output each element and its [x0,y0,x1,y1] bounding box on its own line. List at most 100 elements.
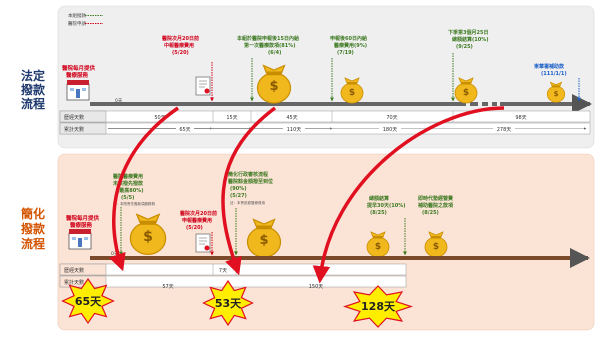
simplified-bill-label-1: 醫院次月20日前 [180,210,217,217]
statutory-title-line3: 流程 [21,96,45,111]
early-pay-label-2: 補助醫院之款項 [417,202,454,209]
review-note: 註：本會依據醫療費用 [230,200,265,205]
statutory-cumulative-bg [493,124,515,133]
statutory-elapsed-value: 70天 [386,115,397,121]
statutory-hospital-label-1: 醫院每月提供 [62,64,96,72]
money-bag-symbol: $ [433,242,439,252]
hospital-icon [68,228,92,250]
statutory-bill-label-1: 醫院次月20日前 [162,35,199,42]
bill-document-icon [195,76,211,96]
subsidy-label-1: 東華署補助款 [534,63,565,70]
savings-burst-3-label: 128天 [361,300,396,313]
statutory-cumulative-bg [176,124,194,133]
simplified-row-elapsed-label: 歷經天數 [64,267,84,274]
statutory-row-header-2 [59,122,107,135]
review-label-4: (5/27) [230,193,247,199]
statutory-zero-label: 0天 [115,98,123,104]
simplified-cumulative-row [59,275,407,288]
final-settle-label-3: (8/25) [370,210,387,216]
simplified-cumulative-value: 150天 [309,284,324,290]
early-pay-label-3: (8/25) [422,210,439,216]
simplified-hospital-label-2: 醫療服務 [70,221,93,229]
savings-burst-2: 53天 [202,279,254,327]
statutory-title: 法定 撥款 流程 [21,68,46,111]
statutory-elapsed-value: 98天 [515,115,526,121]
statutory-cumulative-bg [379,124,401,133]
simplified-row-header-1 [59,263,107,276]
prepay-note: 註：本院會先撥款項服務費 [113,201,155,206]
simplified-hospital-label-1: 醫院每月提供 [66,214,100,222]
prepay-label-1: 醫院醫療費用 [113,173,143,180]
statutory-bill-label-3: (5/20) [172,50,189,56]
statutory-settle15-label-1: 本組於醫院申報後15日內給 [236,35,300,42]
savings-burst-1: 65天 [61,277,115,325]
savings-burst-2-label: 53天 [215,297,242,310]
legend-label-application: 醫院申請 [68,20,86,27]
simplified-cumulative-value: 57天 [162,284,173,290]
legend: 本組撥款 醫院申請 [68,12,103,27]
money-bag-symbol: $ [259,233,268,248]
statutory-bill-label-2: 中報醫療費用 [164,42,194,49]
money-bag-symbol: $ [463,88,469,98]
simplified-title-line1: 簡化 [21,206,45,221]
prepay-label-3: (最高80%) [117,187,144,194]
jump-arrow-3 [312,106,505,284]
review-label-2: 醫院餘金額撥至到位 [228,178,273,185]
simplified-bill-label-2: 申報醫療費用 [182,217,212,224]
hospital-icon [66,79,90,101]
simplified-elapsed-row [59,263,407,276]
statutory-elapsed-row [59,110,591,123]
final-settle-label-2: 提早30天(10%) [367,202,406,209]
simplified-title-line3: 流程 [21,236,45,251]
bill-document-icon [195,233,211,253]
money-bag-symbol: $ [349,88,355,98]
statutory-final-label-3: (9/25) [456,44,473,50]
review-label-3: (90%) [230,186,247,192]
statutory-settle60-label-1: 申報後60日內給 [330,35,368,42]
statutory-settle60-label-3: (7/19) [337,50,354,56]
jump-arrow-2 [221,106,277,276]
statutory-settle15-label-3: (6/4) [268,50,281,56]
statutory-title-line1: 法定 [21,68,45,83]
money-bag-symbol: $ [554,90,559,98]
final-settle-label-1: 總額結算 [369,195,389,202]
statutory-title-line2: 撥款 [21,82,46,97]
jump-arrow-1 [109,106,179,272]
comparison-arrows [109,106,505,284]
prepay-label-2: 未核撥先撥款 [112,180,144,187]
statutory-cumulative-bg [283,124,305,133]
timeline-dash-2 [482,102,488,106]
review-label-1: 簡化行政審核流程 [228,171,268,178]
timeline-dash-3 [492,102,497,106]
statutory-row-header-1 [59,110,107,123]
money-bag-symbol: $ [375,242,381,252]
statutory-cumulative-value: 65天 [179,127,190,133]
simplified-row-cumulative-label: 累計天數 [64,279,84,286]
statutory-cumulative-value: 180天 [383,127,398,133]
statutory-row-cumulative-label: 累計天數 [64,126,84,133]
statutory-elapsed-value: 15天 [226,115,237,121]
money-bag-symbol: $ [269,79,278,94]
statutory-final-label-2: 總額結算(10%) [452,36,489,43]
statutory-hospital-label-2: 醫療服務 [66,71,89,79]
statutory-row-elapsed-label: 歷經天數 [64,114,84,121]
statutory-elapsed-value: 45天 [286,115,297,121]
statutory-final-label-1: 下季第3個月25日 [448,29,488,36]
subsidy-label-2: (111/1/1) [541,71,567,77]
simplified-title-line2: 撥款 [21,221,46,236]
money-bag-symbol: $ [143,229,153,245]
statutory-elapsed-value: 50天 [154,115,165,121]
timeline-dash-1 [470,102,478,106]
early-pay-label-1: 即時代墊經營費 [418,195,454,202]
prepay-label-4: (5/5) [121,195,134,201]
savings-burst-3: 128天 [342,285,414,328]
simplified-bill-label-3: (5/20) [186,225,203,231]
statutory-cumulative-value: 110天 [287,127,302,133]
statutory-settle15-label-2: 第一次醫療款項(81%) [244,42,296,49]
simplified-elapsed-value: 7天 [219,268,227,274]
statutory-settle60-label-2: 醫療費用(9%) [334,42,367,49]
savings-burst-1-label: 65天 [75,295,102,308]
statutory-cumulative-value: 278天 [497,127,512,133]
simplified-title: 簡化 撥款 流程 [21,206,46,251]
legend-label-allocation: 本組撥款 [68,12,86,19]
